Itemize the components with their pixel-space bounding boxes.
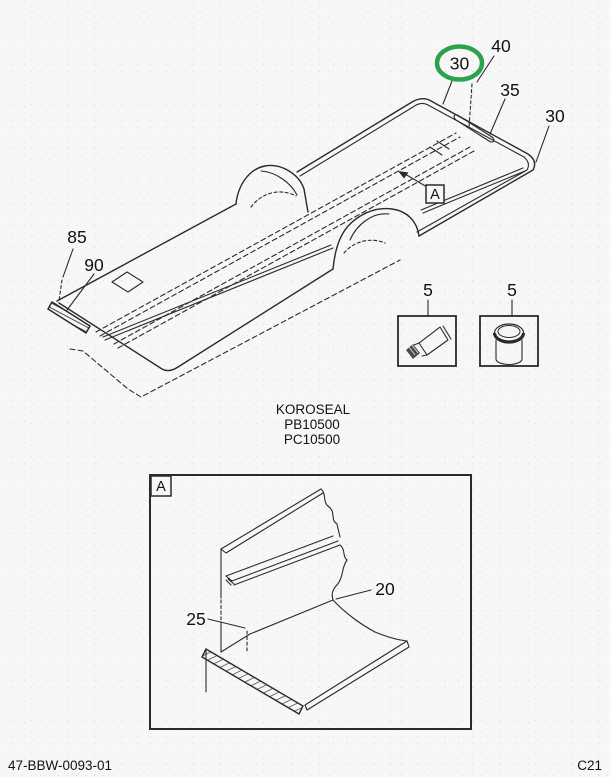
callout-label-40[interactable]: 40: [491, 36, 511, 56]
adhesive-can-item: 5: [479, 280, 539, 367]
callout-label-35[interactable]: 35: [500, 80, 519, 100]
adhesive-note: KOROSEAL PB10500 PC10500: [276, 402, 351, 447]
callout-leader-lines: [58, 55, 550, 311]
sealant-tube-icon: [406, 325, 452, 359]
callout-30-circled[interactable]: 30: [434, 44, 485, 82]
adhesive-tube-callout-5[interactable]: 5: [423, 280, 433, 300]
detail-leader-25: [207, 618, 246, 629]
view-a-marker-label: A: [430, 187, 440, 203]
page-code: C21: [577, 758, 602, 773]
callout-label-90[interactable]: 90: [84, 255, 104, 275]
adhesive-can-callout-5[interactable]: 5: [507, 280, 517, 300]
detail-callout-label-20[interactable]: 20: [375, 579, 395, 599]
sealer-strip-90: [46, 300, 92, 335]
detail-view-marker-box: [150, 475, 172, 497]
view-a-marker[interactable]: A: [398, 171, 445, 204]
detail-view-border: [149, 474, 472, 730]
callout-label-85[interactable]: 85: [67, 227, 86, 247]
detail-view-marker-label: A: [156, 479, 166, 495]
detail-leader-20: [335, 589, 372, 600]
adhesive-note-part-2: PC10500: [284, 432, 340, 447]
detail-callout-label-25[interactable]: 25: [186, 609, 205, 629]
callout-label-30-right[interactable]: 30: [545, 106, 565, 126]
document-number: 47-BBW-0093-01: [8, 758, 112, 773]
detail-cross-section-drawing: [201, 488, 410, 715]
arrowhead-icon: [398, 171, 409, 179]
highlight-ellipse: [434, 44, 485, 82]
adhesive-tube-item: 5: [397, 280, 457, 367]
adhesive-note-brand: KOROSEAL: [276, 402, 351, 417]
callout-label-30-circled: 30: [450, 54, 470, 74]
floor-panel-drawing: [46, 83, 536, 398]
adhesive-note-part-1: PB10500: [284, 417, 340, 432]
detail-view-a: A: [149, 474, 472, 730]
detail-sealer-band: [201, 648, 304, 715]
sealant-can-icon: [492, 323, 526, 366]
